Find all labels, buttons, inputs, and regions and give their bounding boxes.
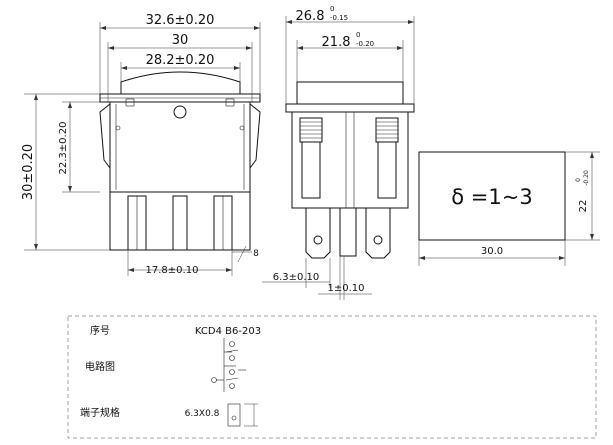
side-body: [291, 111, 409, 209]
left-latch: [99, 103, 111, 169]
dim-22-3-label: 22.3±0.20: [58, 122, 69, 175]
right-latch: [249, 103, 261, 169]
dim-21-8-tol-lower: -0.20: [356, 40, 374, 48]
dim-1-label: 1±0.10: [327, 283, 364, 294]
front-body: [109, 101, 251, 193]
side-rocker-cap: [296, 81, 404, 105]
dim-30-label: 30: [172, 33, 189, 48]
dim-21-8-tol-upper: 0: [356, 31, 360, 39]
right-contact-spring: [375, 117, 399, 199]
dim-30-0-label: 30.0: [481, 246, 503, 257]
panel-cutout: δ =1~3 22 0 -0.20 30.0: [418, 151, 600, 266]
dim-17-8-label: 17.8±0.10: [146, 265, 199, 276]
dim-28-2-label: 28.2±0.20: [146, 53, 215, 68]
dim-22-tol-lower: -0.20: [583, 170, 590, 186]
spec-table: 序号 KCD4 B6-203 电路图 端子规格 6.3X0.8: [67, 315, 597, 439]
dim-22-label: 22: [578, 200, 589, 213]
table-row2-label: 电路图: [85, 360, 115, 373]
side-view: 26.8 0 -0.15 21.8 0 -0.20 6.3±0.10 1±0.1…: [262, 5, 415, 300]
side-bezel: [285, 103, 415, 113]
table-frame: [67, 315, 597, 439]
dim-22-tol-upper: 0: [575, 178, 582, 182]
cutout-rect: [418, 151, 566, 241]
indicator-hole: [173, 105, 187, 119]
table-row3-value: 6.3X0.8: [185, 409, 220, 419]
dim-8-label: 8: [253, 249, 259, 259]
side-terminal-middle: [339, 208, 357, 257]
cutout-thickness-label: δ =1~3: [451, 185, 532, 209]
side-terminal-right: [365, 208, 391, 259]
terminal-profile: [227, 403, 258, 427]
dim-30-vertical-label: 30±0.20: [21, 144, 36, 200]
dim-26-8-tol-upper: 0: [330, 5, 334, 13]
dim-6-3-label: 6.3±0.10: [273, 272, 320, 283]
circuit-diagram: [211, 338, 246, 392]
front-view: 32.6±0.20 30 28.2±0.20 30±0.20 22.3±0.20…: [21, 13, 261, 276]
table-row1-value: KCD4 B6-203: [195, 326, 261, 337]
front-terminal-block: [109, 191, 251, 251]
side-terminal-left: [305, 208, 331, 259]
rocker-top: [120, 71, 241, 94]
table-row3-label: 端子规格: [80, 406, 120, 419]
dim-32-6-label: 32.6±0.20: [146, 13, 215, 28]
terminal-middle: [172, 195, 188, 251]
left-contact-spring: [299, 117, 323, 199]
dim-26-8-label: 26.8: [296, 9, 325, 24]
table-row1-label: 序号: [90, 324, 110, 337]
dim-21-8-label: 21.8: [322, 35, 351, 50]
dim-26-8-tol-lower: -0.15: [330, 14, 348, 22]
